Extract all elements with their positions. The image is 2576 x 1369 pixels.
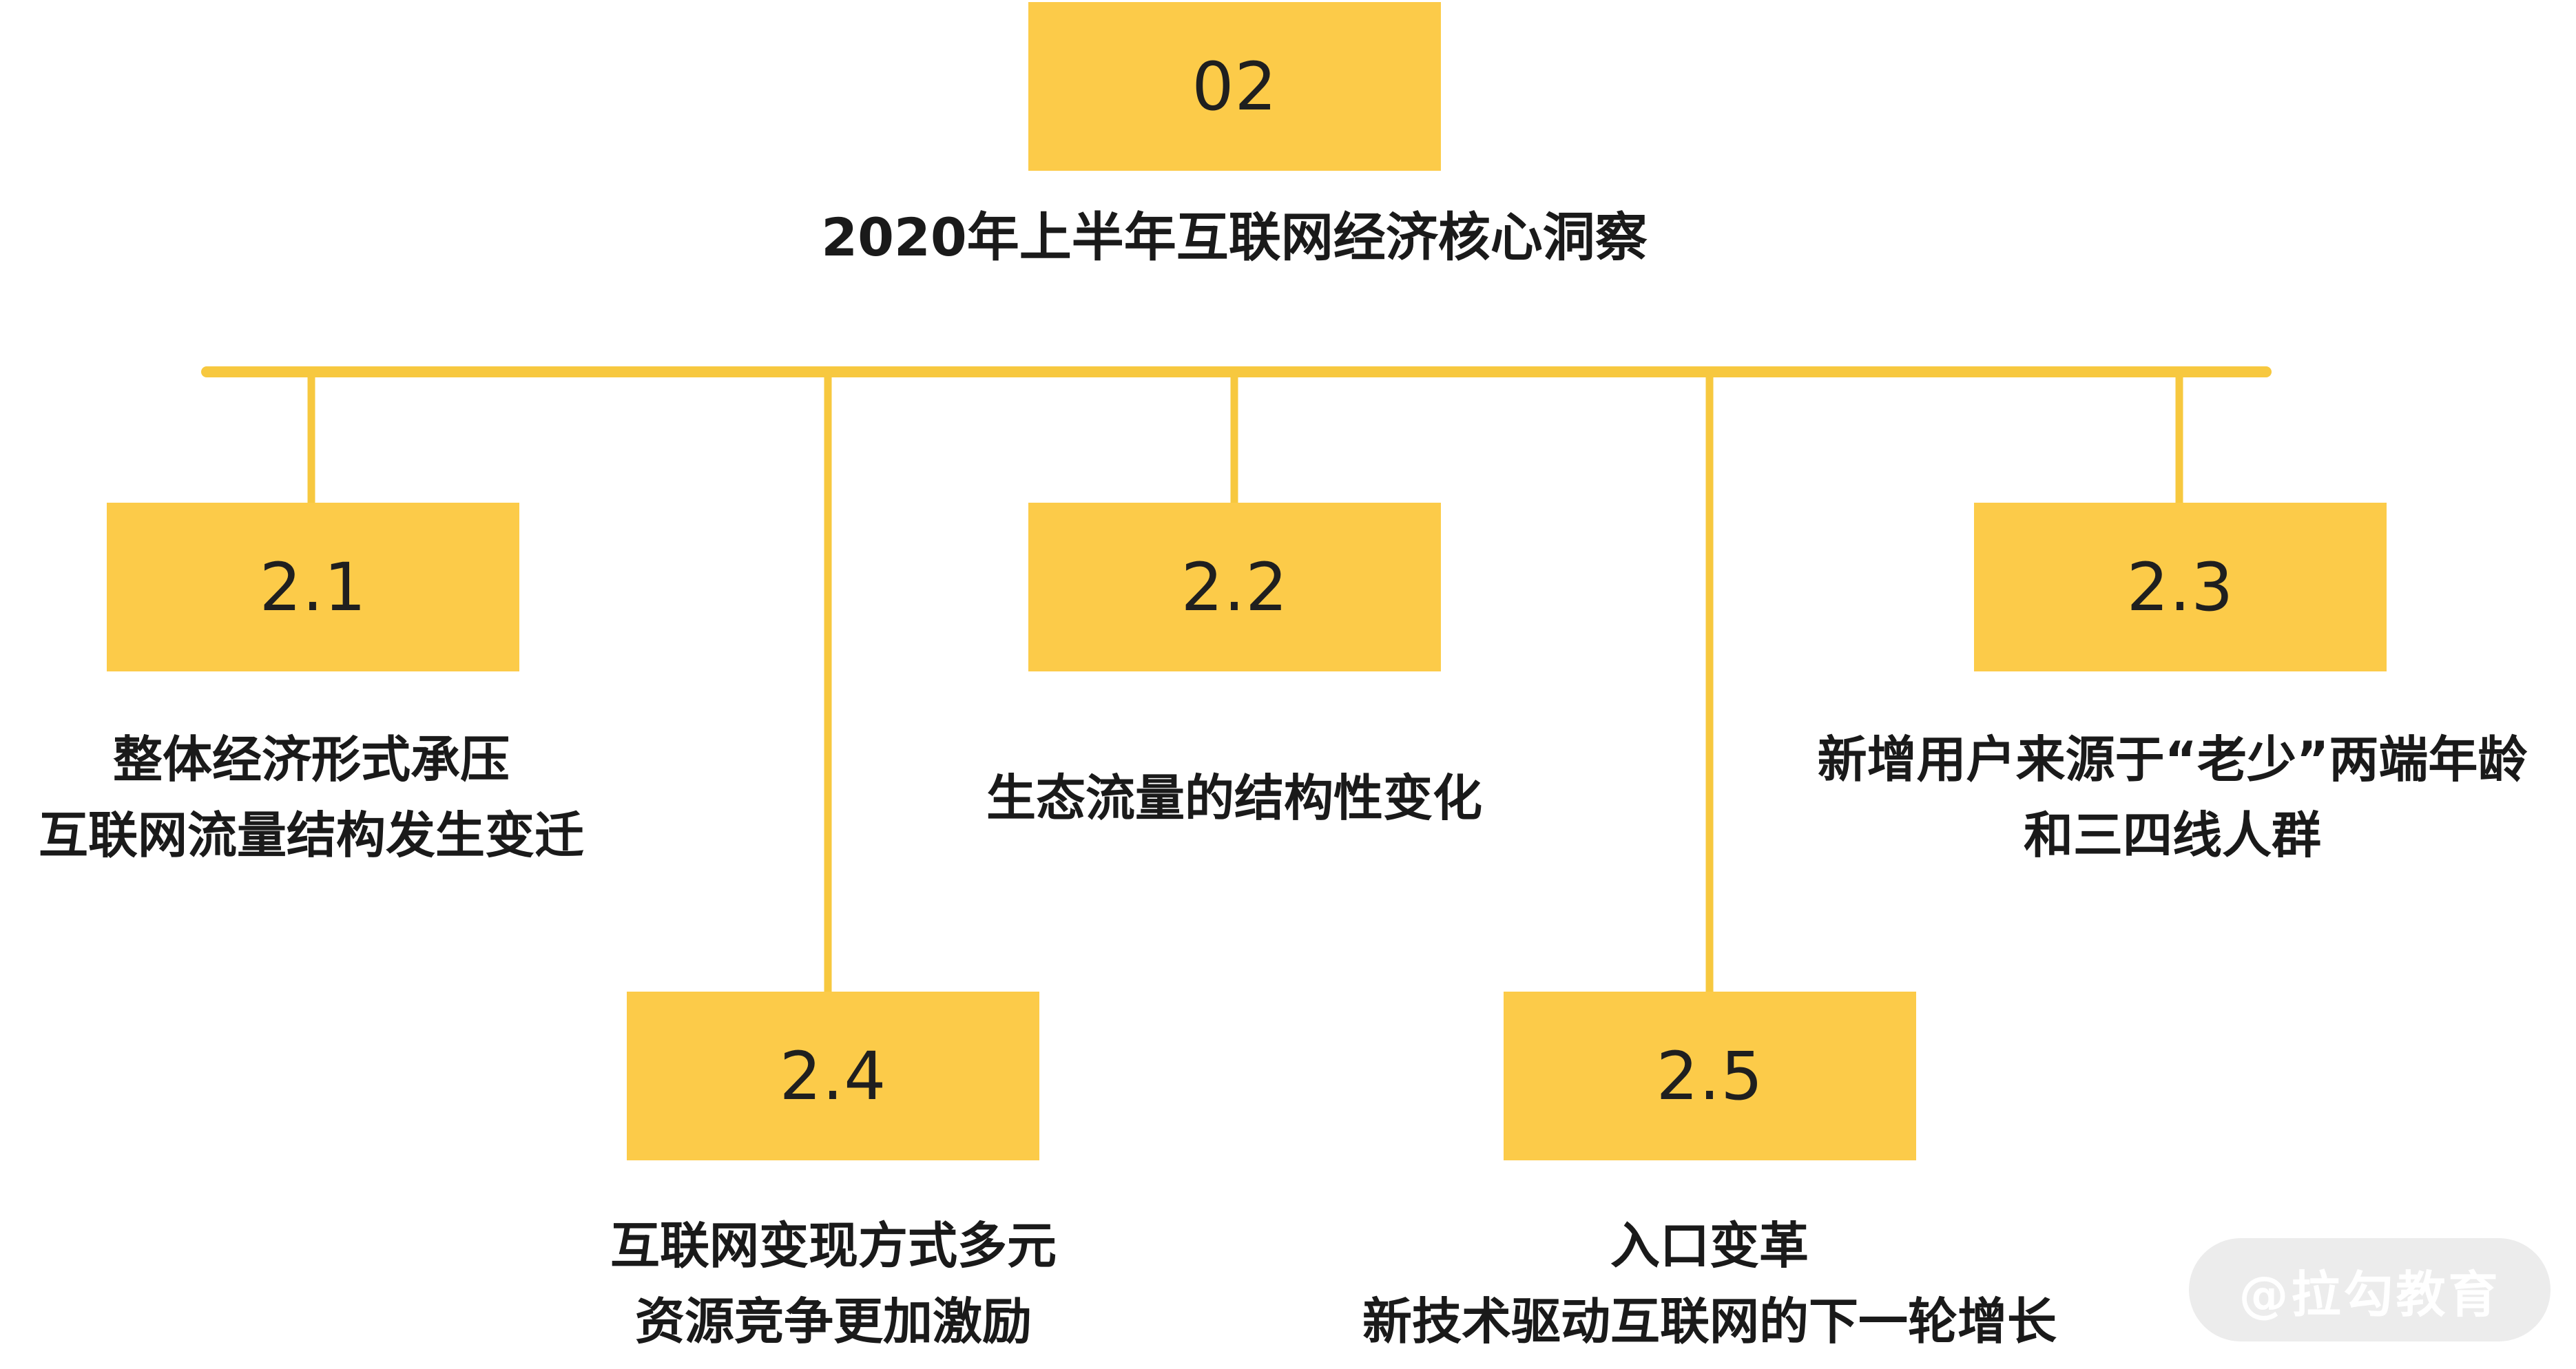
section-number-2-1: 2.1: [259, 548, 367, 626]
section-label-2-5: 入口变革 新技术驱动互联网的下一轮增长: [1296, 1208, 2123, 1359]
section-2-5-line-1: 入口变革: [1610, 1217, 1809, 1275]
section-number-2-5: 2.5: [1656, 1037, 1764, 1115]
section-2-3-line-1: 新增用户来源于“老少”两端年龄: [1817, 731, 2528, 788]
section-box-2-5: 2.5: [1504, 992, 1916, 1160]
section-number-2-4: 2.4: [779, 1037, 887, 1115]
root-box: 02: [1028, 2, 1441, 171]
root-title: 2020年上半年互联网经济核心洞察: [752, 200, 1716, 275]
section-2-5-line-2: 新技术驱动互联网的下一轮增长: [1362, 1293, 2057, 1350]
section-label-2-1: 整体经济形式承压 互联网流量结构发生变迁: [1, 722, 621, 873]
watermark-badge: @拉勾教育: [2189, 1238, 2551, 1341]
section-2-3-line-2: 和三四线人群: [2023, 806, 2321, 864]
section-2-4-line-1: 互联网变现方式多元: [610, 1217, 1057, 1275]
section-box-2-1: 2.1: [107, 503, 519, 671]
section-label-2-3: 新增用户来源于“老少”两端年龄 和三四线人群: [1773, 722, 2572, 873]
section-label-2-4: 互联网变现方式多元 资源竞争更加激励: [523, 1208, 1143, 1359]
section-number-2-2: 2.2: [1181, 548, 1289, 626]
watermark-text: @拉勾教育: [2239, 1265, 2501, 1324]
root-title-text: 2020年上半年互联网经济核心洞察: [821, 207, 1648, 268]
section-number-2-3: 2.3: [2126, 548, 2234, 626]
section-box-2-2: 2.2: [1028, 503, 1441, 671]
section-box-2-4: 2.4: [627, 992, 1039, 1160]
section-2-1-line-2: 互联网流量结构发生变迁: [38, 806, 584, 864]
section-2-2-line-1: 生态流量的结构性变化: [986, 769, 1482, 827]
root-number: 02: [1192, 48, 1278, 125]
section-label-2-2: 生态流量的结构性变化: [890, 760, 1579, 836]
section-2-1-line-1: 整体经济形式承压: [112, 731, 510, 788]
section-box-2-3: 2.3: [1974, 503, 2387, 671]
section-2-4-line-2: 资源竞争更加激励: [634, 1293, 1032, 1350]
